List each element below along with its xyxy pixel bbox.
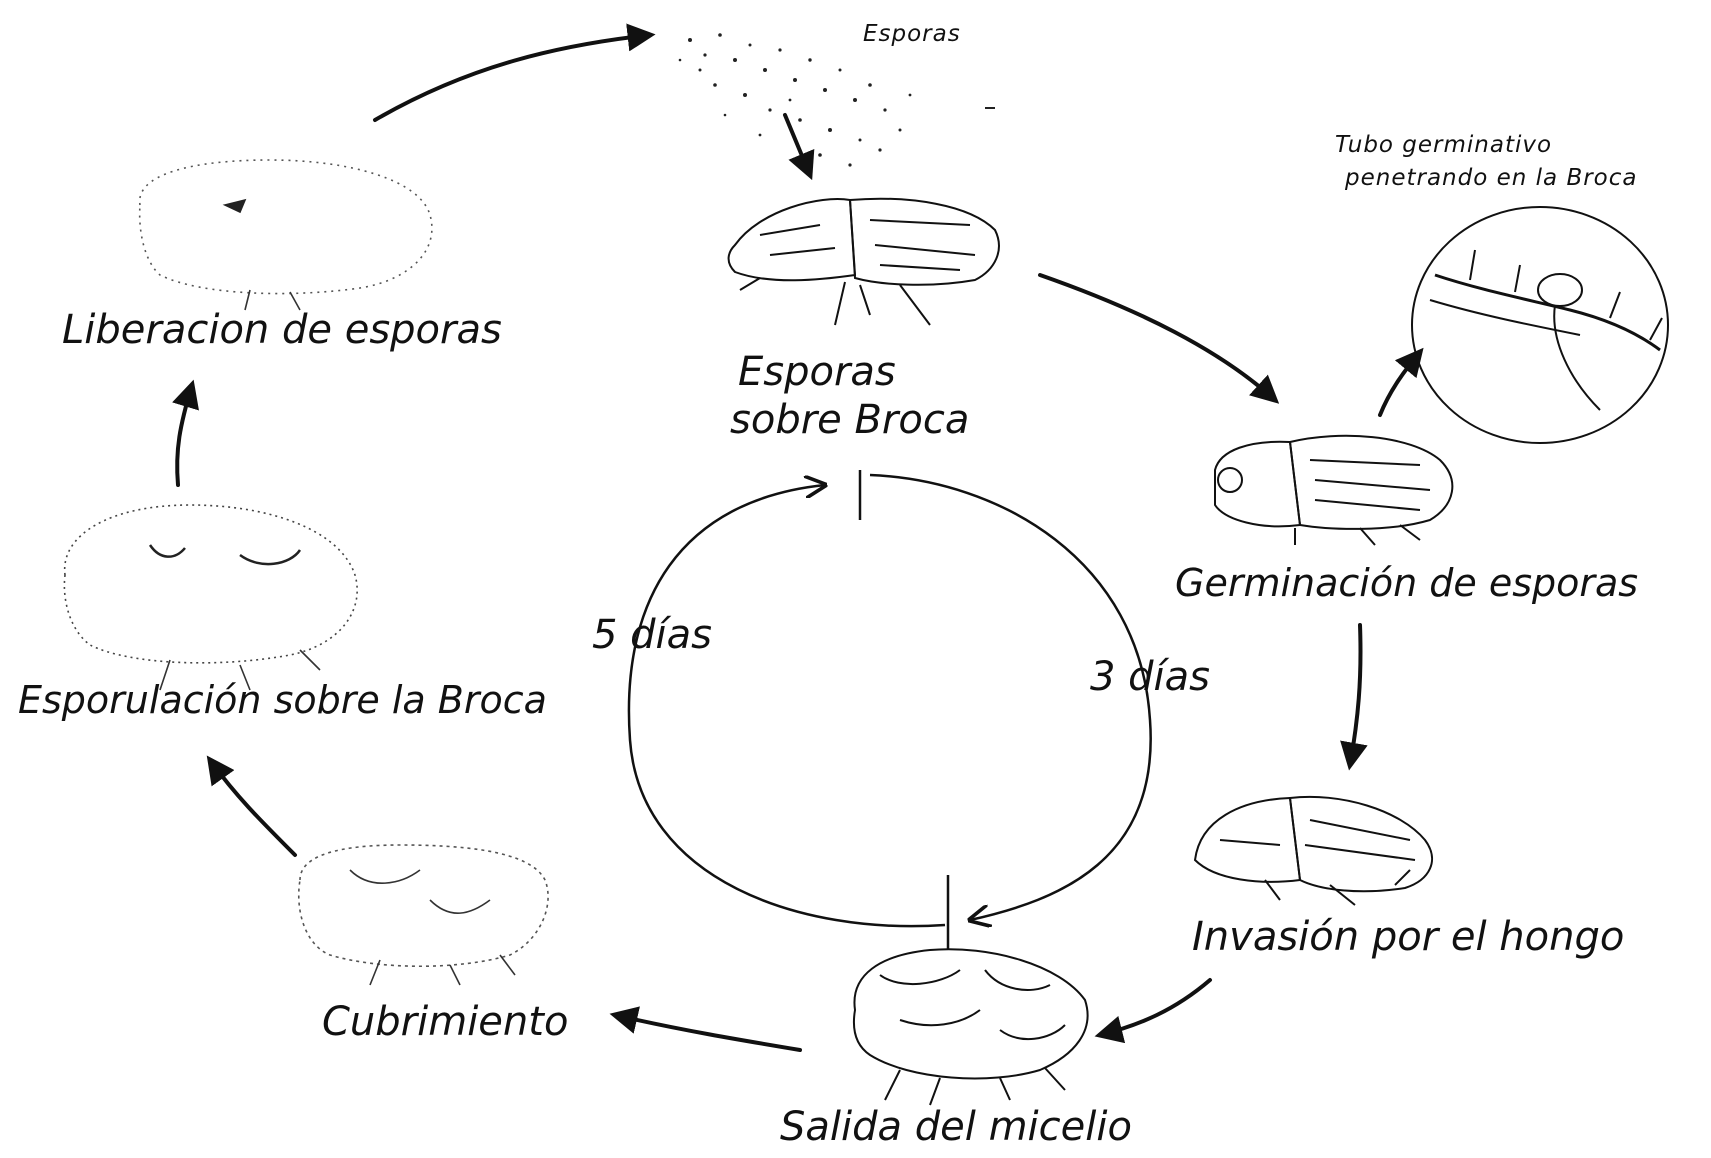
beetle-salida-micelio [854,949,1088,1105]
outer-cycle-arrows [177,35,1420,1050]
label-liberacion: Liberacion de esporas [62,308,502,352]
arrow-germinacion-to-invasion [1350,625,1361,765]
arrow-germinacion-to-tubo [1380,352,1420,415]
spore-cloud [679,33,995,166]
inner-arc-left [629,485,945,926]
label-tubo-line2: penetrando en la Broca [1345,166,1638,191]
label-esporas-sobre-broca-2: sobre Broca [730,398,969,442]
label-tubo-line1: Tubo germinativo [1335,133,1552,158]
arrow-salida-to-cubrimiento [615,1015,800,1050]
label-esporas-cloud: Esporas [863,22,961,47]
beetle-esporulacion [64,505,357,690]
arrow-cubrimiento-to-esporulacion [210,760,295,855]
label-esporulacion: Esporulación sobre la Broca [18,680,547,722]
label-germinacion: Germinación de esporas [1175,563,1638,605]
beetle-germinacion [1215,436,1452,545]
inner-cycle [629,470,1151,950]
tubo-germinativo-inset [1412,207,1668,443]
beetle-liberacion [140,160,432,310]
label-invasion: Invasión por el hongo [1192,915,1624,959]
arrow-liberacion-to-esporas [375,35,650,120]
label-salida: Salida del micelio [780,1105,1132,1149]
beetle-esporas-sobre-broca [729,199,999,325]
label-tres-dias: 3 días [1090,655,1210,699]
arrow-invasion-to-salida [1100,980,1210,1035]
beetle-cubrimiento [299,845,548,985]
label-esporas-sobre-broca-1: Esporas [738,350,896,394]
label-cinco-dias: 5 días [592,613,712,657]
arrow-broca-to-germinacion [1040,275,1275,400]
arrow-esporulacion-to-liberacion [177,385,192,485]
beetle-invasion [1195,797,1432,905]
label-cubrimiento: Cubrimiento [322,1000,568,1044]
arrow-esporas-down [785,115,810,175]
